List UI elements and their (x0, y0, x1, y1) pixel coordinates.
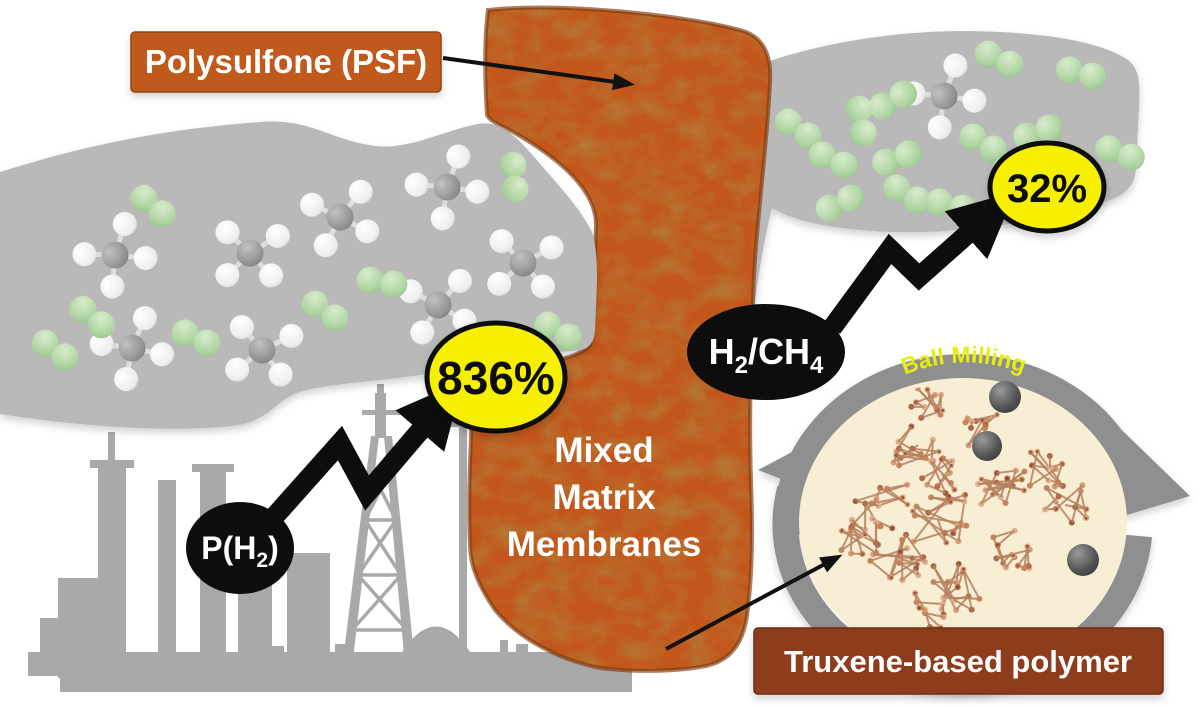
ch4-molecule (215, 220, 290, 288)
h2-molecule (815, 184, 865, 222)
h2-molecule (872, 140, 922, 176)
truxene-label-box (753, 627, 1164, 695)
truxene-polymer-network (838, 385, 1090, 631)
ch4-molecule (89, 306, 175, 392)
milling-ball (989, 381, 1021, 413)
selectivity-value: 32% (1007, 167, 1087, 211)
h2-molecule (171, 319, 221, 357)
milling-balls (972, 381, 1099, 576)
milling-ball (1067, 544, 1099, 576)
psf-label-box (130, 31, 442, 93)
ch4-molecule (398, 268, 477, 345)
membrane-title-line2: Matrix (552, 478, 656, 517)
truxene-pointer-line (665, 554, 843, 651)
selectivity-trend-arrow (823, 191, 1016, 334)
ph2-bubble: P(H2) (186, 502, 294, 594)
h2-molecule (869, 80, 917, 120)
h2-molecule (301, 290, 349, 332)
h2-molecule (534, 311, 582, 351)
h2-molecule (31, 329, 79, 371)
h2-molecule (774, 108, 822, 150)
ch4-molecule (487, 229, 564, 299)
h2-molecule (69, 295, 115, 339)
h2-molecule (959, 123, 1007, 163)
h2-molecule (356, 266, 408, 298)
membrane: Mixed Matrix Membranes (467, 5, 773, 673)
h2ch4-text: H2/CH4 (709, 331, 824, 379)
truxene-label-text: Truxene-based polymer (784, 644, 1132, 679)
ch4-molecule (404, 144, 490, 231)
ph2-text: P(H2) (201, 530, 278, 572)
permeability-trend-arrow (250, 380, 463, 542)
ch4-molecule (300, 179, 380, 258)
psf-annotation: Polysulfone (PSF) (130, 31, 635, 93)
psf-label-text: Polysulfone (PSF) (145, 43, 427, 80)
h2ch4-bubble: H2/CH4 (687, 304, 845, 400)
ch4-molecule (72, 211, 158, 299)
h2-molecule (974, 40, 1024, 78)
ch4-molecule (225, 315, 304, 387)
milling-ball (972, 431, 1002, 461)
h2-molecule (808, 141, 858, 179)
feed-molecules (31, 144, 582, 392)
psf-pointer-line (442, 56, 635, 91)
truxene-annotation: Truxene-based polymer (665, 554, 1164, 695)
permeability-value: 836% (437, 352, 555, 404)
h2-molecule (845, 95, 877, 147)
h2-molecule (1095, 135, 1145, 171)
permeability-badge: 836% (424, 320, 568, 434)
h2-molecule (1055, 56, 1107, 90)
membrane-title-line1: Mixed (554, 431, 653, 470)
h2-molecule (499, 151, 529, 203)
selectivity-badge: 32% (987, 140, 1107, 234)
h2-molecule (883, 174, 931, 214)
membrane-title-line3: Membranes (507, 525, 702, 564)
h2-molecule (130, 184, 176, 228)
